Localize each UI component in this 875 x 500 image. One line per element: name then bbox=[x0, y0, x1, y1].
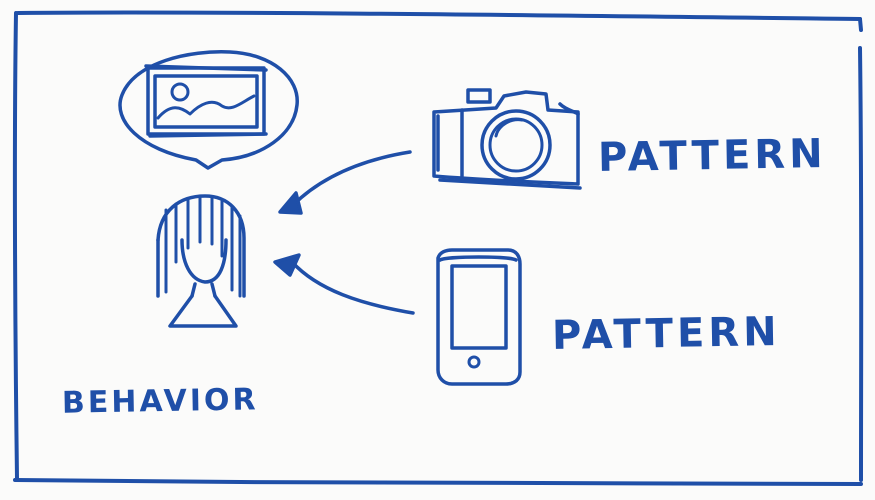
phone-body bbox=[436, 248, 522, 386]
person-neck bbox=[190, 282, 217, 298]
camera-lens-inner bbox=[488, 117, 544, 173]
camera-flash bbox=[466, 88, 492, 104]
camera-icon bbox=[432, 88, 582, 190]
pattern-label-camera: PATTERN bbox=[597, 131, 827, 181]
thought-bubble bbox=[118, 50, 299, 170]
frame-border bbox=[12, 10, 864, 486]
phone-icon bbox=[436, 248, 522, 386]
pattern-label-phone: PATTERN bbox=[551, 309, 781, 359]
arrow-from-phone bbox=[273, 253, 415, 315]
arrow-from-camera bbox=[278, 150, 412, 215]
person-face bbox=[180, 238, 228, 284]
image-icon bbox=[118, 50, 299, 170]
person-shoulders bbox=[168, 294, 238, 328]
behavior-label: BEHAVIOR bbox=[61, 382, 259, 421]
person-icon bbox=[156, 194, 246, 328]
phone-home-button bbox=[467, 355, 481, 369]
camera-lens-outer bbox=[480, 109, 552, 181]
camera-body bbox=[432, 90, 580, 186]
picture-sun bbox=[170, 82, 190, 102]
phone-screen bbox=[450, 264, 508, 350]
picture-hills bbox=[156, 94, 256, 120]
picture-frame bbox=[144, 64, 268, 138]
